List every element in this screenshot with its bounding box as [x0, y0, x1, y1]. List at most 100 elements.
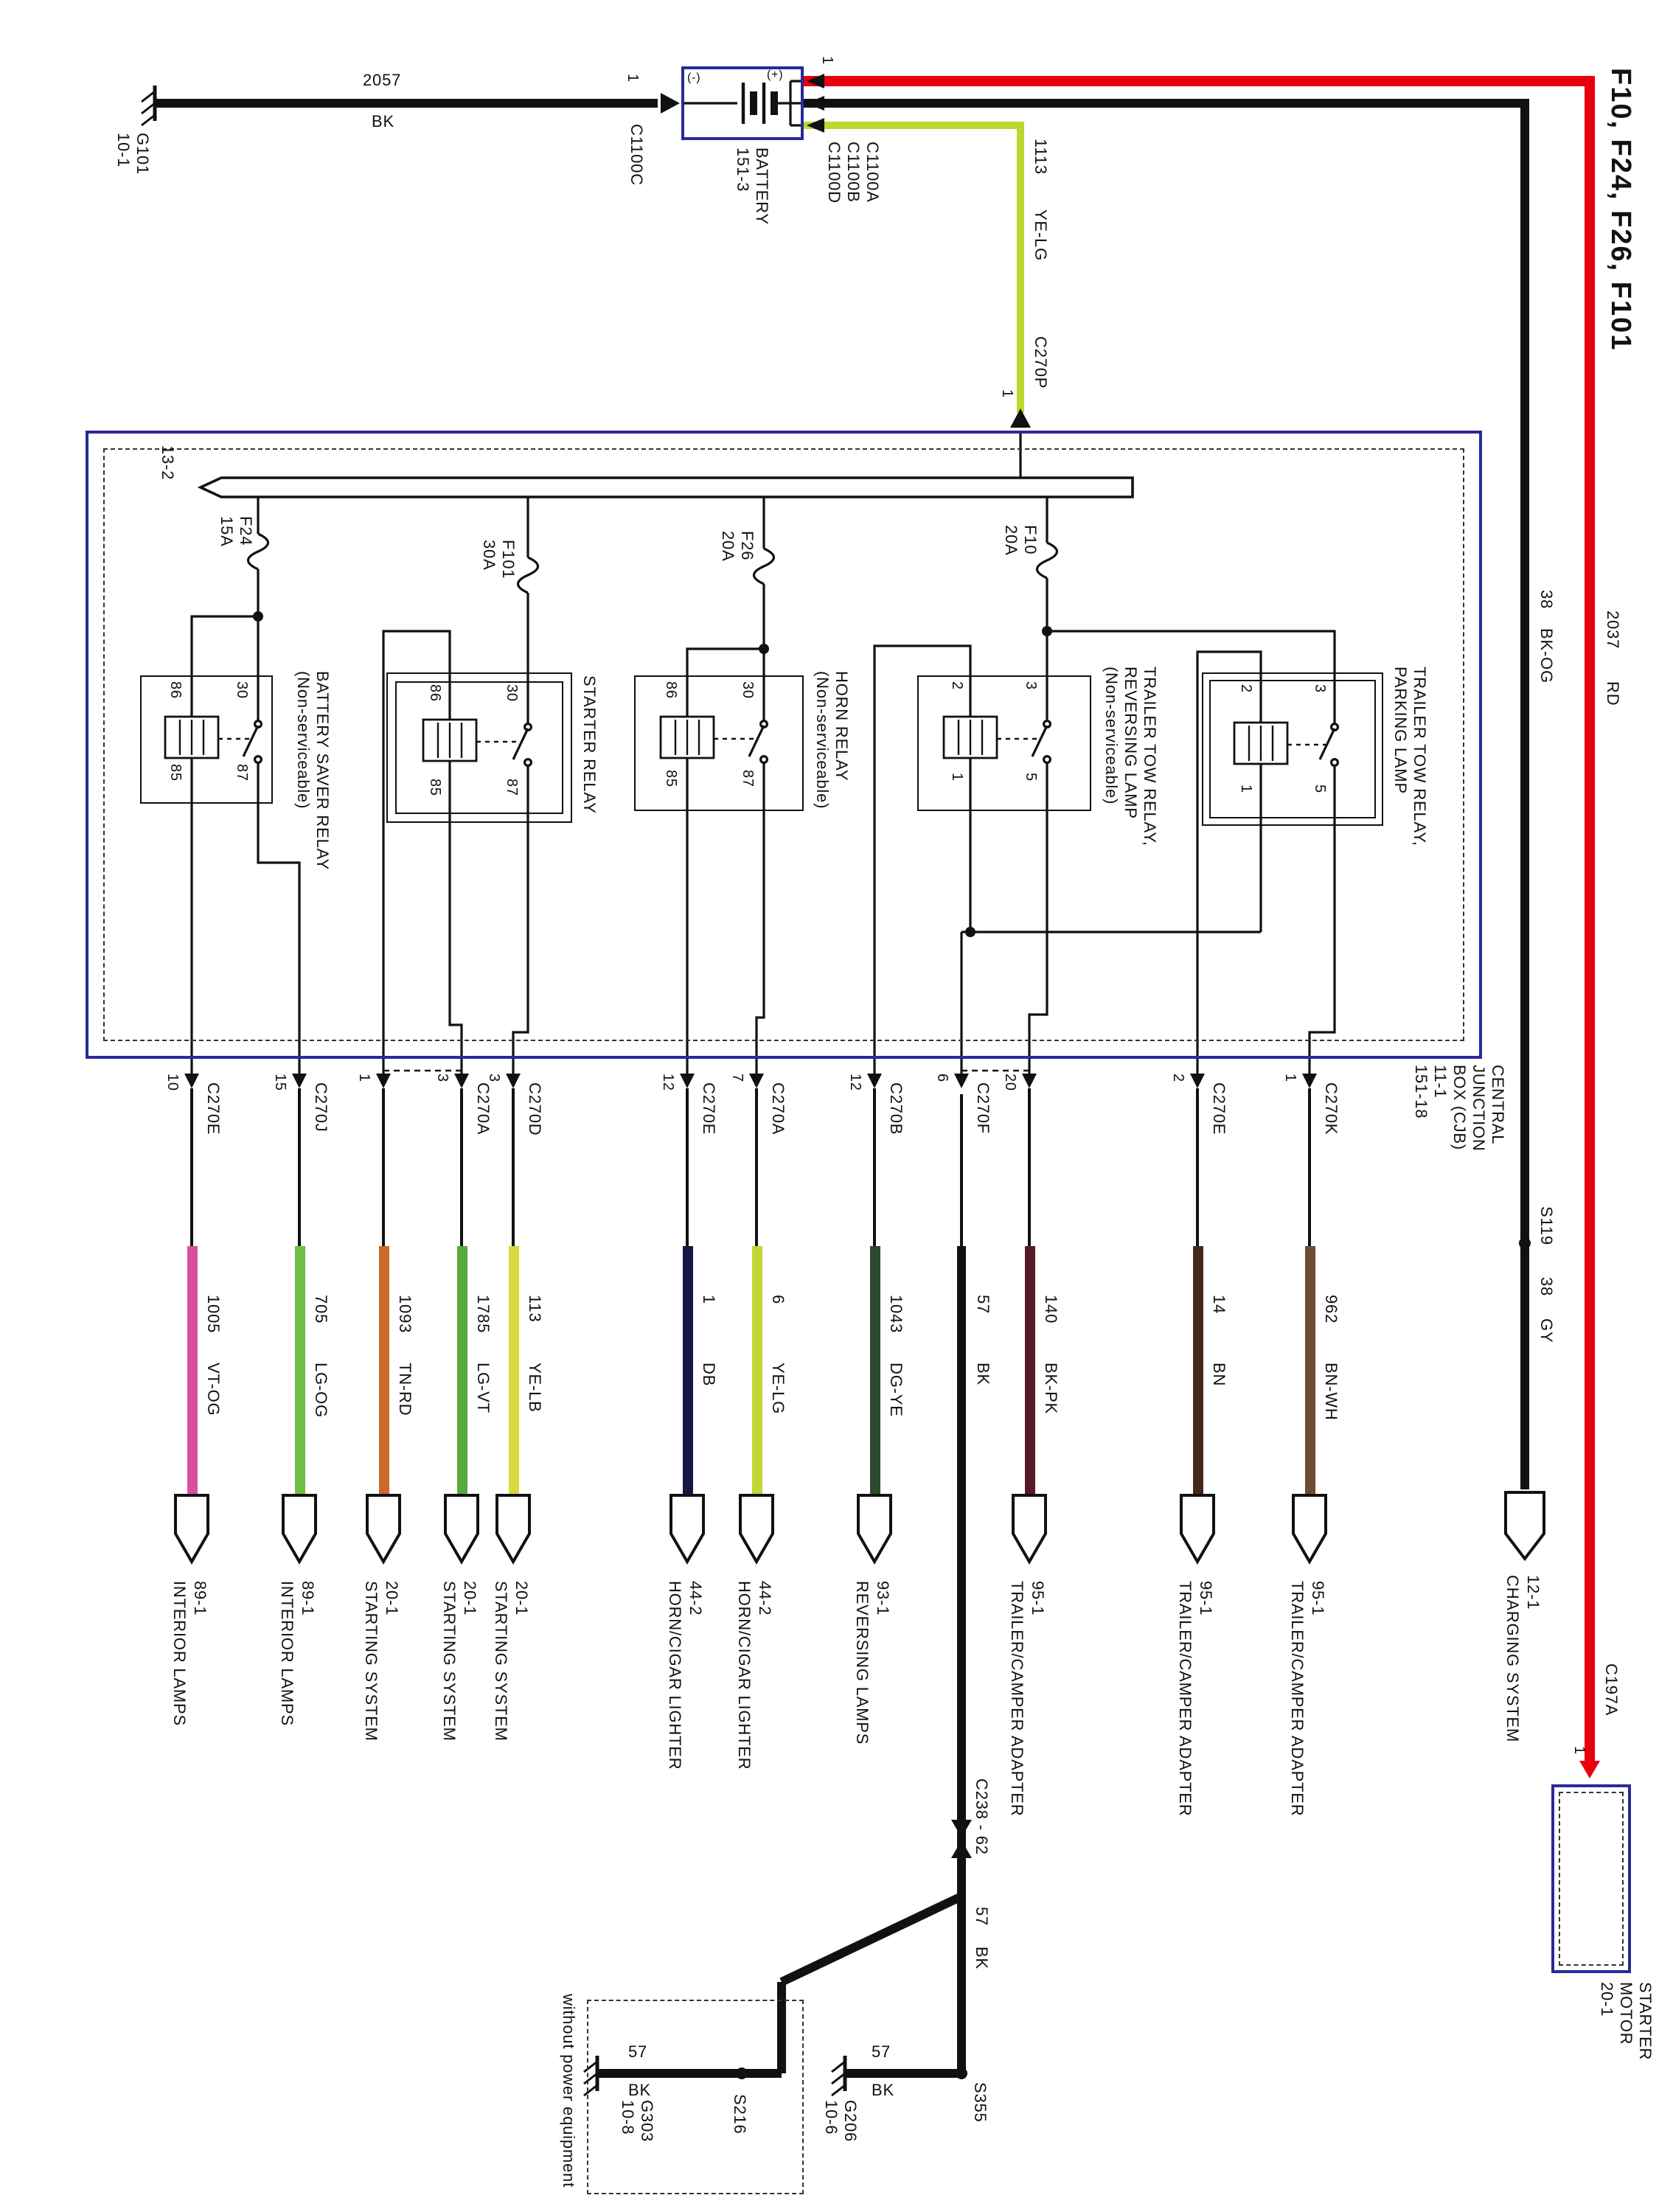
wire-lead [873, 1088, 876, 1246]
connector-pin-label: 2 [1169, 1074, 1186, 1082]
wire-column-interior-lamps-2: 15 C270J 705 LG-OG 89-1 INTERIOR LAMPS [240, 1059, 358, 1944]
terminal-chevron-icon [1292, 1494, 1327, 1565]
connector-c1100c-label: C1100C [627, 124, 644, 186]
c197a-pin-label: 1 [1571, 1746, 1587, 1755]
wire-column-trailer-2: 2 C270E 14 BN 95-1 TRAILER/CAMPER ADAPTE… [1138, 1059, 1256, 1944]
wire-lead [755, 1088, 758, 1246]
wire-colored [869, 1246, 880, 1495]
charging-terminal-icon [1504, 1491, 1545, 1562]
cjb-inner-box [103, 448, 1464, 1041]
connector-pin-label: 3 [434, 1074, 450, 1082]
wire-column-trailer-1: 20 140 BK-PK 95-1 TRAILER/CAMPER ADAPTER [970, 1059, 1088, 1944]
connector-pin-label: 12 [659, 1074, 675, 1091]
connector-pin-label: 6 [933, 1074, 950, 1082]
battery-box [681, 66, 804, 140]
c270p-pin-label: 1 [998, 389, 1015, 398]
wire-colored [1304, 1246, 1315, 1495]
trailer-parking-relay-inner-box [1209, 680, 1376, 818]
wire-1113-yelg [804, 122, 1024, 413]
wire-column-trailer-3: 1 C270K 962 BN-WH 95-1 TRAILER/CAMPER AD… [1251, 1059, 1368, 1944]
connector-label: C270D [525, 1082, 543, 1136]
connector-pin-label: 10 [164, 1074, 180, 1091]
color-bk-right: BK [872, 2082, 894, 2100]
relay-pin: 87 [503, 779, 519, 796]
circuit-number: 1043 [886, 1295, 904, 1334]
battery-saver-relay-label: BATTERY SAVER RELAY (Non-serviceable) [293, 671, 330, 870]
wire-column-horn-2: 7 C270A 6 YE-LG 44-2 HORN/CIGAR LIGHTER [698, 1059, 815, 1944]
color-gy-label: GY [1537, 1318, 1554, 1343]
battery-saver-relay-box [140, 675, 273, 804]
fuse-wires [190, 497, 1336, 675]
junction-dots [253, 611, 1052, 937]
trailer-parking-relay-outer-box [1202, 672, 1383, 826]
connector-arrow-icon [680, 1074, 695, 1088]
connector-label: C270A [473, 1082, 491, 1135]
wire-colored [1024, 1246, 1034, 1495]
terminal-chevron-icon [444, 1494, 479, 1565]
circuit-number: 1093 [395, 1295, 413, 1334]
trailer-reversing-relay-label: TRAILER TOW RELAY, REVERSING LAMP (Non-s… [1102, 667, 1158, 846]
connector-arrow-icon [184, 1074, 199, 1088]
connector-c270p-label: C270P [1031, 336, 1048, 389]
connector-label: C270A [768, 1082, 786, 1135]
battery-pos-label: (+) [767, 68, 784, 81]
wire-column-interior-lamps-1: 10 C270E 1005 VT-OG 89-1 INTERIOR LAMPS [133, 1059, 251, 1944]
wire-lead [1028, 1088, 1031, 1246]
wire-column-starting-1: 1 1093 TN-RD 20-1 STARTING SYSTEM [324, 1059, 442, 1944]
circuit-number: 1785 [473, 1295, 491, 1334]
c270p-arrow-icon [1010, 408, 1031, 428]
connector-arrow-icon [1302, 1074, 1317, 1088]
wire-color-code: VT-OG [204, 1363, 221, 1416]
wire-color-code: BK [973, 1363, 991, 1385]
connector-pin-label: 20 [1001, 1074, 1018, 1091]
ground-g303-label: G303 10-8 [618, 2100, 655, 2143]
connector-arrow-icon [1190, 1074, 1205, 1088]
relay-pin: 2 [1237, 684, 1253, 693]
connector-label: C270E [204, 1082, 221, 1135]
color-bkog-label: BK-OG [1537, 628, 1554, 684]
connector-pin-label: 7 [728, 1074, 745, 1082]
starter-relay-outer-box [386, 672, 572, 823]
connector-arrow-icon [954, 1074, 969, 1088]
page-title: F10, F24, F26, F101 [1604, 68, 1635, 352]
destination-label: 89-1 INTERIOR LAMPS [277, 1581, 316, 1727]
wire-lead [1196, 1088, 1199, 1246]
wire-lead [1308, 1088, 1311, 1246]
splice-s119-dot [1519, 1237, 1531, 1249]
circuit-number: 57 [973, 1295, 991, 1315]
wire-lead [460, 1088, 463, 1246]
connector-label: C270B [886, 1082, 904, 1135]
wire-color-code: LG-VT [473, 1363, 491, 1413]
splice-s119-label: S119 [1537, 1206, 1554, 1245]
destination-label: 44-2 HORN/CIGAR LIGHTER [734, 1581, 773, 1770]
circuit-number: 14 [1209, 1295, 1227, 1315]
relay-pin: 85 [662, 770, 678, 787]
connector-arrow-icon [292, 1074, 307, 1088]
circuit-38b-label: 38 [1537, 1277, 1554, 1297]
wire-colored [456, 1246, 467, 1495]
terminal-chevron-icon [282, 1494, 317, 1565]
starter-motor-inner-box [1559, 1792, 1624, 1966]
relay-pin: 86 [167, 681, 183, 699]
fuse-f101-label: F101 30A [479, 540, 516, 580]
circuit-57-label: 57 [972, 1907, 990, 1927]
fuse-f26-label: F26 20A [718, 531, 755, 562]
terminal-chevron-icon [174, 1494, 209, 1565]
trailer-parking-relay-label: TRAILER TOW RELAY, PARKING LAMP [1391, 667, 1427, 846]
splice-s355-label: S355 [970, 2082, 988, 2123]
c1100c-arrow-icon [661, 93, 680, 114]
circuit-number: 6 [768, 1295, 786, 1305]
wire-color-code: YE-LB [525, 1363, 543, 1413]
cjb-bus-bar [197, 476, 1134, 498]
wire-lead [298, 1088, 301, 1246]
fuse-f10-label: F10 20A [1001, 525, 1038, 556]
bus-page-ref: 13-2 [158, 445, 175, 481]
terminal-chevron-icon [495, 1494, 531, 1565]
starter-relay-label: STARTER RELAY [580, 675, 597, 814]
terminal-chevron-icon [366, 1494, 401, 1565]
terminal-chevron-icon [1012, 1494, 1047, 1565]
connector-arrow-icon [376, 1074, 391, 1088]
wire-38-bkog [804, 99, 1529, 1489]
color-bk-label-2: BK [972, 1947, 990, 1969]
